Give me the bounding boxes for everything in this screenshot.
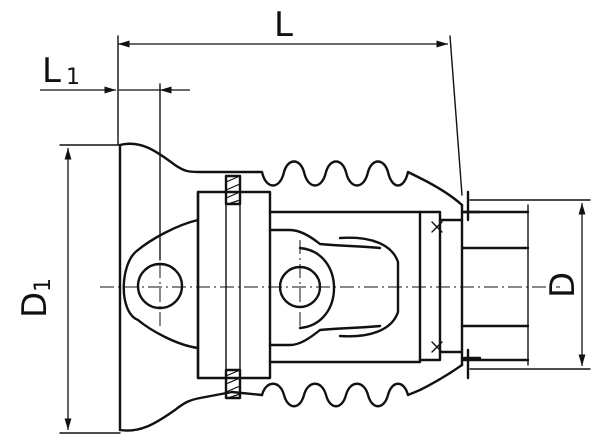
cross-pin-hole-center xyxy=(278,265,322,309)
dimension-d xyxy=(469,199,591,370)
label-d1: D 1 xyxy=(15,278,56,318)
seal-ring xyxy=(224,174,242,400)
yoke-housing-left xyxy=(122,190,272,380)
label-d-symbol: D xyxy=(543,272,583,298)
output-fork xyxy=(418,203,464,367)
label-l1-subscript: 1 xyxy=(66,65,80,90)
label-d: D xyxy=(543,272,583,298)
bellows-upper xyxy=(256,160,464,207)
label-l: L xyxy=(274,5,293,45)
label-d1-subscript: 1 xyxy=(31,278,56,292)
label-l1-symbol: L xyxy=(42,51,61,91)
cross-pin-hole-left xyxy=(136,262,184,310)
bell-housing xyxy=(118,142,260,432)
bellows-lower xyxy=(230,363,464,408)
label-l-symbol: L xyxy=(274,5,293,45)
output-shaft xyxy=(460,190,530,380)
dimension-l xyxy=(117,35,463,196)
dimension-l1 xyxy=(40,83,190,261)
label-l1: L 1 xyxy=(42,51,80,91)
label-d1-symbol: D xyxy=(15,292,55,318)
dimension-d1 xyxy=(59,144,121,434)
cross-spider xyxy=(268,210,422,364)
